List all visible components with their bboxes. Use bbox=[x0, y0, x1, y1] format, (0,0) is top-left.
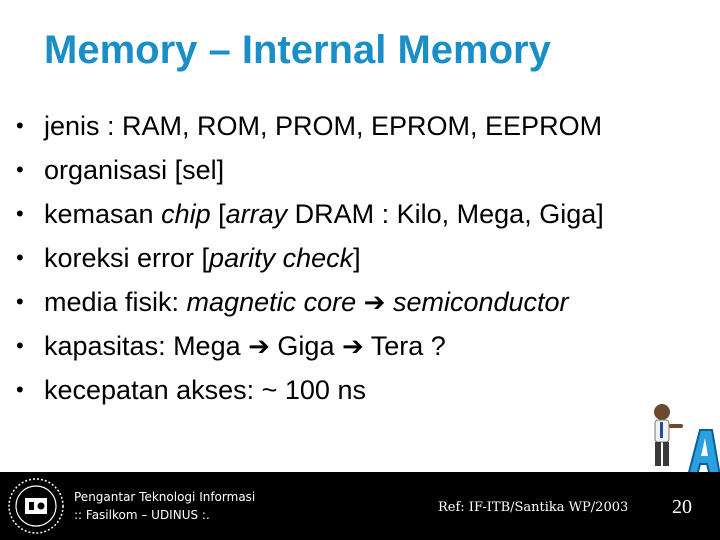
page-number: 20 bbox=[672, 496, 692, 518]
university-seal-logo bbox=[8, 478, 64, 534]
bullet-item: • media fisik: magnetic core ➔ semicondu… bbox=[14, 280, 604, 324]
bullet-item: • jenis : RAM, ROM, PROM, EPROM, EEPROM bbox=[14, 104, 604, 148]
cartoon-man-with-letter-a-icon bbox=[654, 404, 720, 480]
bullet-item: • koreksi error [parity check] bbox=[14, 236, 604, 280]
slide-title: Memory – Internal Memory bbox=[44, 28, 551, 72]
bullet-dot: • bbox=[16, 113, 24, 138]
reference-text: Ref: IF-ITB/Santika WP/2003 bbox=[438, 500, 629, 515]
bullet-list: • jenis : RAM, ROM, PROM, EPROM, EEPROM … bbox=[14, 104, 604, 412]
bullet-item: • kemasan chip [array DRAM : Kilo, Mega,… bbox=[14, 192, 604, 236]
footer-bar: Pengantar Teknologi Informasi :: Fasilko… bbox=[0, 472, 720, 540]
arrow-right-icon: ➔ bbox=[341, 331, 364, 361]
bullet-item: • kecepatan akses: ~ 100 ns bbox=[14, 368, 604, 412]
bullet-dot: • bbox=[16, 289, 24, 314]
bullet-dot: • bbox=[16, 333, 24, 358]
bullet-item: • organisasi [sel] bbox=[14, 148, 604, 192]
arrow-right-icon: ➔ bbox=[248, 331, 270, 361]
bullet-dot: • bbox=[16, 157, 24, 182]
arrow-right-icon: ➔ bbox=[363, 287, 386, 317]
bullet-dot: • bbox=[16, 245, 24, 270]
bullet-dot: • bbox=[16, 377, 24, 402]
bullet-item: • kapasitas: Mega ➔ Giga ➔ Tera ? bbox=[14, 324, 604, 368]
course-info: Pengantar Teknologi Informasi :: Fasilko… bbox=[74, 490, 256, 522]
bullet-dot: • bbox=[16, 201, 24, 226]
